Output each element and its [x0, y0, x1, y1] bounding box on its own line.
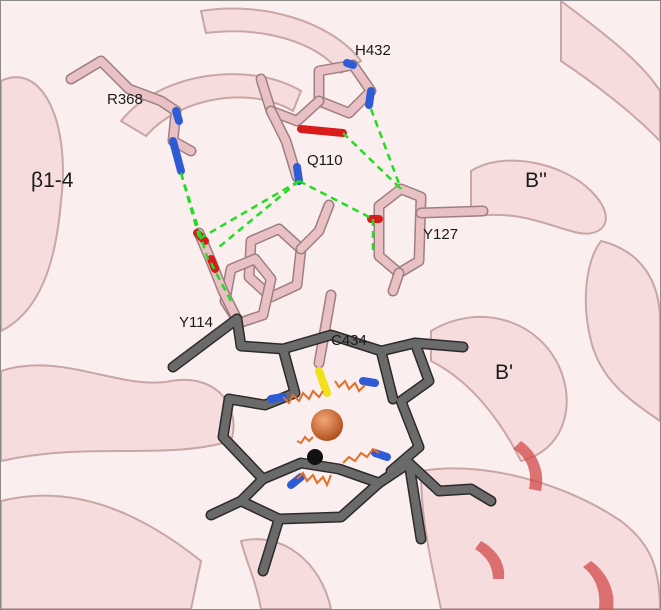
- residue-central-rings: [219, 199, 335, 329]
- residue-c434: [313, 289, 337, 397]
- ribbon-accents: [475, 441, 614, 609]
- ribbon-right-stack: [584, 239, 660, 423]
- label-h432: H432: [355, 42, 391, 59]
- label-q110: Q110: [307, 152, 343, 169]
- residue-q110: [265, 105, 303, 185]
- iron-atom: [311, 409, 343, 441]
- ribbon-b-prime: [430, 316, 568, 463]
- helix-b-double-prime: [470, 159, 607, 235]
- label-y127: Y127: [423, 226, 458, 243]
- label-r368: R368: [107, 91, 143, 108]
- ribbon-bottom-mid: [239, 538, 333, 609]
- ligand-atom: [307, 449, 323, 465]
- heme-porphyrin: [167, 313, 497, 577]
- coordination-bonds: [282, 379, 380, 488]
- label-beta-sheet: β1-4: [31, 169, 74, 192]
- residue-h432: [255, 59, 377, 137]
- residue-r368: [65, 55, 197, 175]
- ribbon-top-right: [560, 1, 660, 143]
- residue-labels: R368 H432 Q110 Y127 Y114 C434 B'' B' β1-…: [31, 42, 547, 384]
- hydrogen-bonds: [179, 108, 403, 306]
- ribbon-bottom-left: [1, 494, 203, 609]
- label-c434: C434: [331, 332, 367, 349]
- ribbon-left-lower: [1, 364, 235, 463]
- label-b-double-prime: B'': [525, 169, 547, 192]
- beta-sheet-left: [1, 76, 64, 333]
- label-y114: Y114: [179, 314, 213, 331]
- label-b-prime: B': [495, 361, 513, 384]
